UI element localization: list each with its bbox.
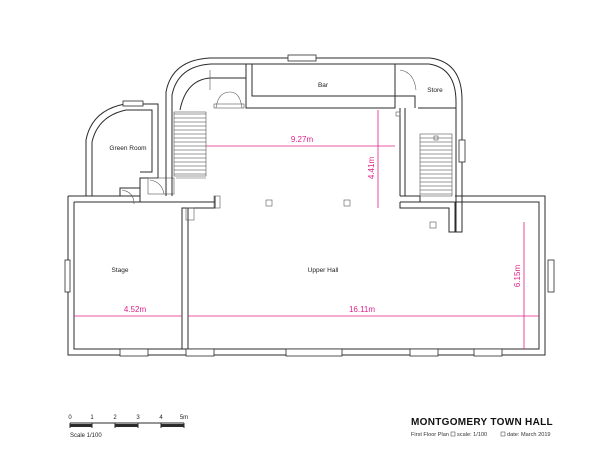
scale-label: Scale 1/100 — [70, 433, 102, 439]
green-room-walls — [85, 103, 175, 205]
room-label-upper-hall: Upper Hall — [308, 267, 339, 274]
left-stair — [174, 113, 206, 175]
checkbox-icon — [500, 431, 506, 437]
scale-tick-3: 3 — [136, 415, 140, 421]
scale-tick-5: 5m — [180, 415, 188, 421]
room-label-store: Store — [427, 87, 443, 94]
scale-tick-1: 1 — [90, 415, 94, 421]
scale-tick-4: 4 — [159, 415, 163, 421]
checkbox-icon — [450, 431, 456, 437]
scale-tick-2: 2 — [113, 415, 117, 421]
scale-tick-0: 0 — [68, 415, 72, 421]
room-label-bar: Bar — [318, 82, 329, 89]
plan-subtitle: First Floor Plan — [411, 432, 449, 438]
dimension-bar-width: 9.27m — [291, 135, 314, 144]
scale-bar — [69, 422, 185, 428]
room-label-green-room: Green Room — [109, 145, 146, 152]
plan-title: MONTGOMERY TOWN HALL — [411, 417, 553, 428]
room-label-stage: Stage — [112, 267, 129, 274]
right-stair — [420, 137, 452, 195]
dimension-hall-depth: 6.15m — [513, 265, 522, 288]
bar-walls — [165, 57, 463, 233]
dimension-stage-width: 4.52m — [124, 305, 147, 314]
plan-scale: scale: 1/100 — [457, 432, 487, 438]
dimension-lines — [74, 110, 539, 349]
dimension-bar-depth: 4.41m — [367, 157, 376, 180]
main-hall-walls — [67, 195, 546, 356]
plan-date: date: March 2019 — [507, 432, 551, 438]
windows — [64, 54, 555, 357]
dimension-hall-width: 16.11m — [349, 305, 375, 314]
